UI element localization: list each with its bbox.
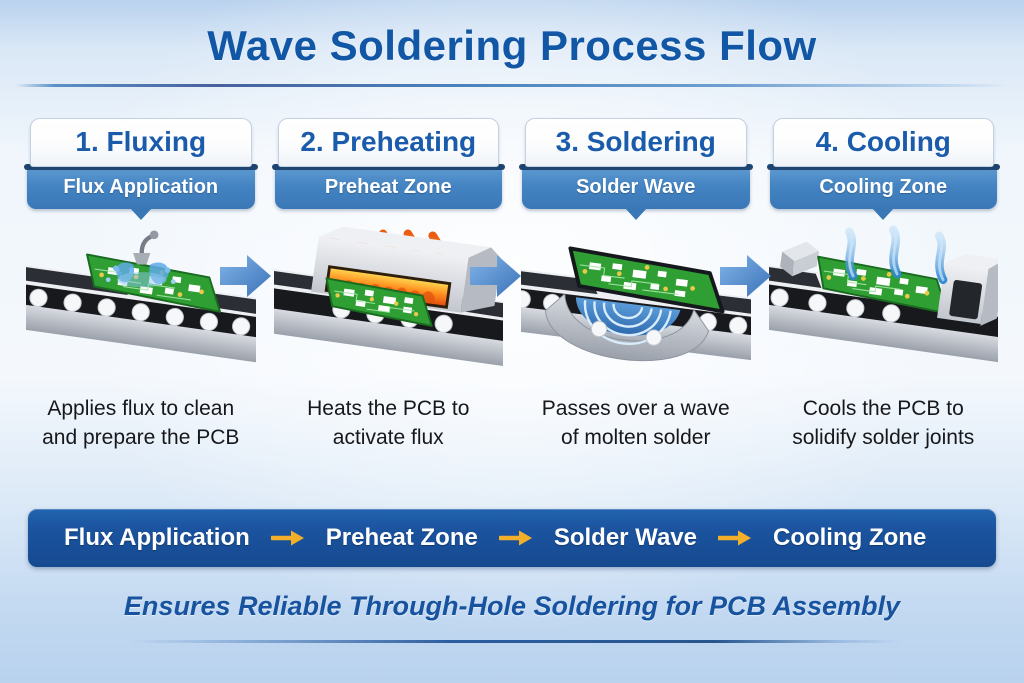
pcb [568, 246, 725, 314]
flow-step-preheat-zone: Preheat Zone [325, 524, 478, 551]
flux-nozzle-icon [133, 230, 159, 265]
yellow-arrow-icon [270, 530, 304, 546]
conveyor [768, 241, 998, 365]
stage-step-card: 3. Soldering [525, 118, 747, 167]
stage-zone-label: Flux Application [63, 176, 219, 198]
footer-underline [130, 640, 900, 643]
stage-step-label: 4. Cooling [815, 126, 951, 157]
cooling-air-jets-over-pcb-conveyor-icon [768, 221, 998, 393]
process-stages-row: 1. Fluxing Flux Application [24, 118, 1000, 453]
pcb-over-molten-solder-wave-icon [521, 221, 751, 393]
stage-step-card: 4. Cooling [772, 118, 994, 167]
next-stage-arrow-icon [720, 255, 771, 297]
stage-zone-label: Preheat Zone [324, 176, 452, 198]
stage-description: Passes over a wave of molten solder [541, 397, 730, 449]
pcb [325, 277, 433, 327]
stage-zone-banner: Solder Wave [519, 164, 752, 209]
footer-tagline: Ensures Reliable Through-Hole Soldering … [123, 591, 901, 621]
flux-spray-over-pcb-conveyor-icon [26, 221, 256, 393]
stage-description: Heats the PCB to activate flux [307, 397, 470, 449]
stage-step-label: 1. Fluxing [75, 126, 207, 157]
yellow-arrow-icon [498, 530, 532, 546]
stage-zone-label: Solder Wave [576, 176, 696, 198]
stage-zone-banner: Cooling Zone [766, 164, 1000, 209]
flow-step-flux-application: Flux Application [64, 524, 250, 551]
stage-column-preheating: 2. Preheating Preheat Zone [271, 118, 505, 453]
stage-step-label: 3. Soldering [555, 126, 716, 157]
stage-zone-banner: Preheat Zone [271, 164, 505, 209]
stage-column-fluxing: 1. Fluxing Flux Application [24, 118, 257, 453]
title-underline [15, 84, 1009, 87]
flux-spray-icon [105, 262, 176, 288]
preheat-oven-over-pcb-conveyor-icon [273, 221, 503, 393]
conveyor [273, 226, 503, 368]
stage-zone-label: Cooling Zone [819, 176, 948, 198]
page-title: Wave Soldering Process Flow [207, 22, 817, 69]
cooling-air-icon [844, 225, 947, 285]
stage-step-label: 2. Preheating [300, 126, 477, 157]
exit-tunnel [936, 254, 998, 326]
solder-wave-basin [544, 292, 710, 361]
flow-step-solder-wave: Solder Wave [553, 524, 697, 551]
stage-description: Applies flux to clean and prepare the PC… [42, 397, 240, 449]
yellow-arrow-icon [717, 530, 751, 546]
stage-zone-banner: Flux Application [24, 164, 257, 209]
process-flow-bar: Flux Application Preheat Zone Solder Wav… [28, 509, 996, 567]
stage-step-card: 1. Fluxing [30, 118, 252, 167]
entry-bracket [779, 241, 819, 277]
stage-column-soldering: 3. Soldering Solder Wave [519, 118, 752, 453]
flow-step-cooling-zone: Cooling Zone [772, 524, 927, 551]
next-stage-arrow-icon [220, 255, 271, 297]
stage-step-card: 2. Preheating [277, 118, 499, 167]
conveyor [521, 246, 751, 363]
stage-column-cooling: 4. Cooling Cooling Zone [766, 118, 1000, 453]
next-stage-arrow-icon [470, 255, 521, 297]
stage-description: Cools the PCB to solidify solder joints [792, 397, 975, 449]
